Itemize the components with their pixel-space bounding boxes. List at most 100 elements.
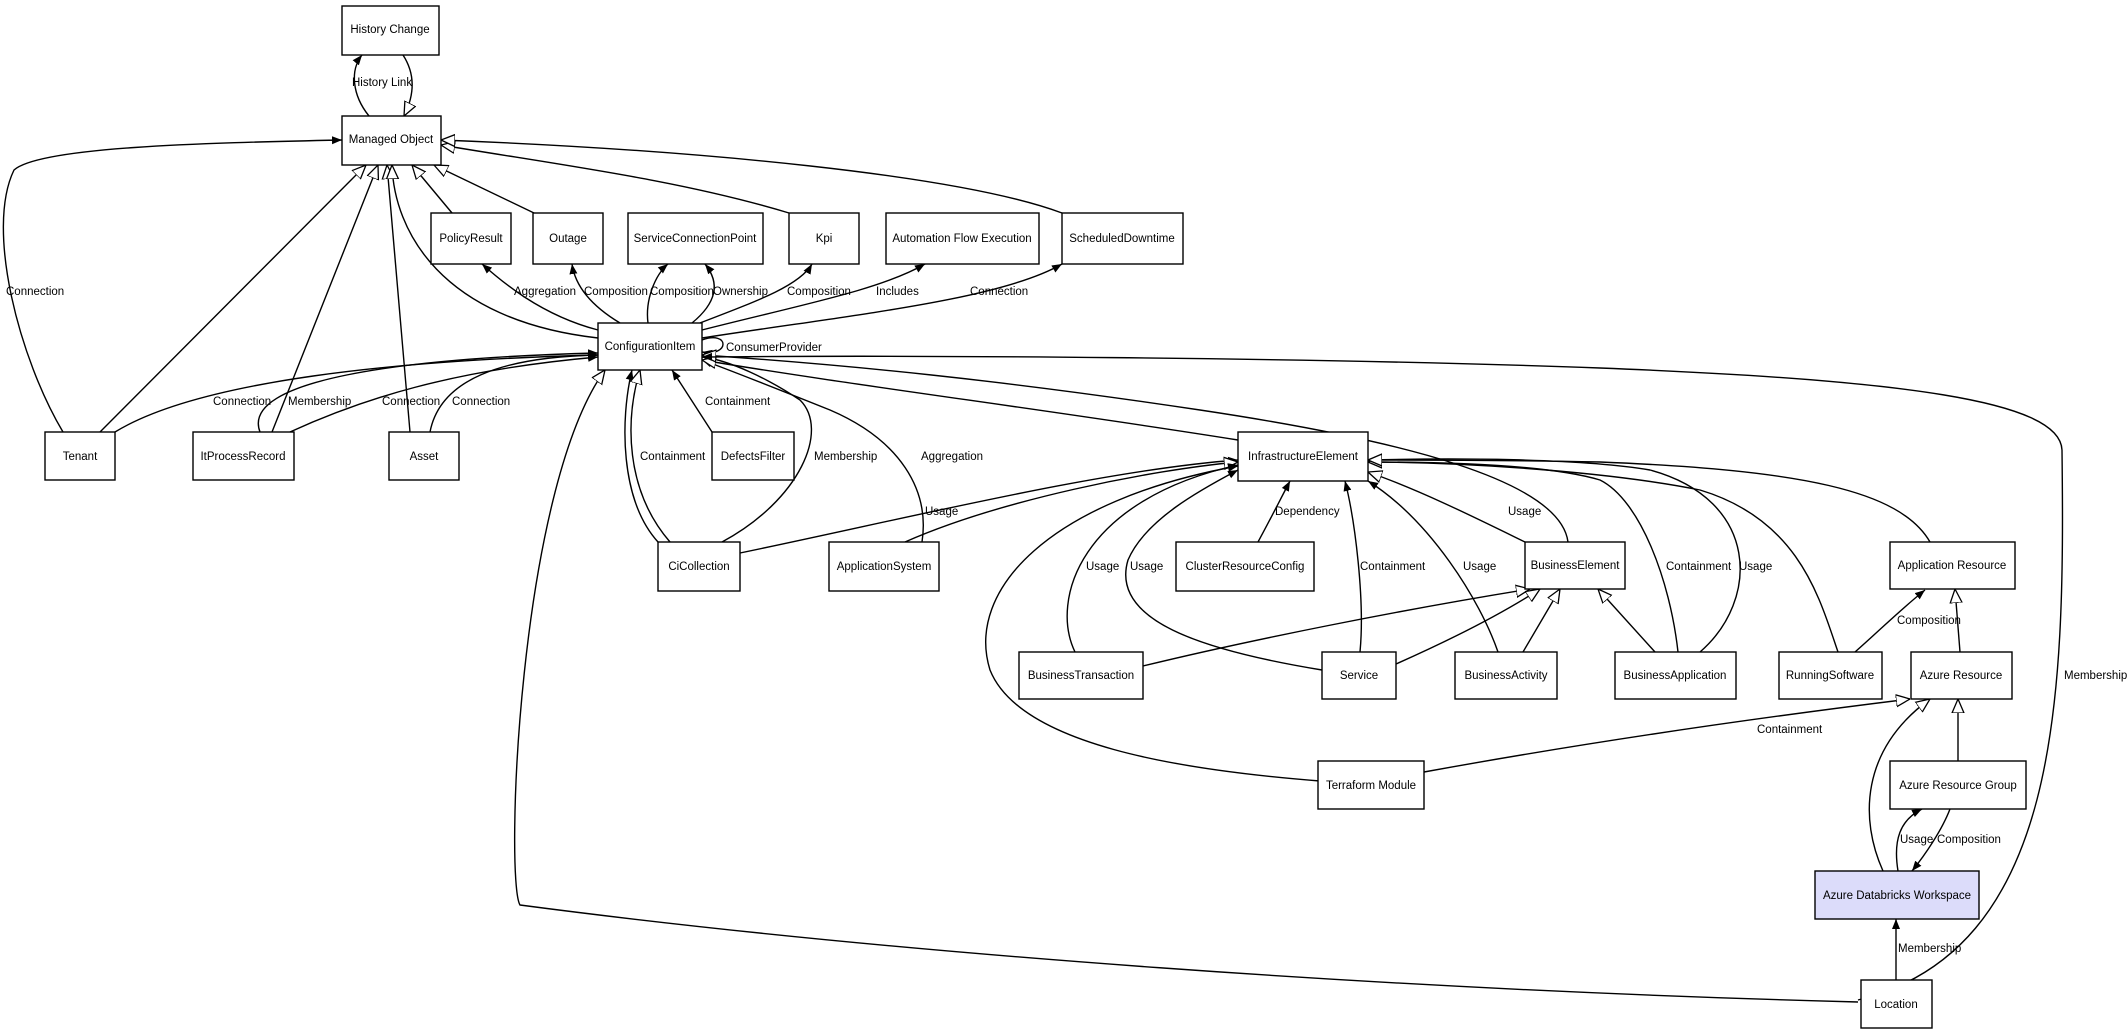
node-it-process-record[interactable]: ItProcessRecord (192, 431, 295, 481)
label-location-membership-ci: Membership (2064, 670, 2127, 682)
node-business-activity[interactable]: BusinessActivity (1454, 651, 1558, 700)
node-label-business-activity: BusinessActivity (1464, 670, 1547, 682)
label-consumerprovider: ConsumerProvider (726, 342, 822, 354)
node-label-it-process-record: ItProcessRecord (200, 451, 285, 463)
node-label-azure-resource: Azure Resource (1920, 670, 2002, 682)
edge-businessactivity-usage-ie (1367, 480, 1499, 653)
node-ci-collection[interactable]: CiCollection (657, 541, 741, 592)
node-running-software[interactable]: RunningSoftware (1778, 651, 1883, 700)
node-label-configuration-item: ConfigurationItem (605, 341, 696, 353)
edge-itprocessrecord-membership-ci (257, 349, 599, 433)
edge-kpi-inherits (441, 145, 790, 214)
node-label-asset: Asset (410, 451, 440, 463)
node-label-ci-collection: CiCollection (668, 561, 729, 573)
node-label-infrastructure-element: InfrastructureElement (1248, 451, 1359, 463)
label-applicationsystem-aggregation: Aggregation (921, 451, 983, 463)
node-asset[interactable]: Asset (388, 431, 460, 481)
edge-azureresource-inherits-appresource (1955, 589, 1960, 653)
node-location[interactable]: Location (1860, 979, 1933, 1029)
edge-itprocessrecord-connection-ci (289, 353, 599, 433)
edge-ownership-serviceconnectionpoint (691, 263, 715, 324)
edge-service-usage-ie (1125, 469, 1323, 671)
node-policy-result[interactable]: PolicyResult (430, 212, 512, 265)
node-label-policy-result: PolicyResult (439, 233, 503, 245)
edge-businesstransaction-inherits-be (1142, 589, 1530, 667)
node-label-business-application: BusinessApplication (1624, 670, 1727, 682)
node-infrastructure-element[interactable]: InfrastructureElement (1237, 431, 1369, 482)
node-label-automation-flow-execution: Automation Flow Execution (892, 233, 1031, 245)
node-label-terraform-module: Terraform Module (1326, 780, 1416, 792)
edge-applicationsystem-inherits-ie (904, 462, 1238, 543)
node-terraform-module[interactable]: Terraform Module (1317, 760, 1425, 810)
node-label-business-transaction: BusinessTransaction (1028, 670, 1134, 682)
node-outage[interactable]: Outage (532, 212, 604, 265)
node-label-business-element: BusinessElement (1531, 560, 1621, 572)
edge-terraformmodule-usage-ie (985, 463, 1321, 782)
node-tenant[interactable]: Tenant (44, 431, 116, 481)
node-label-tenant: Tenant (63, 451, 98, 463)
edge-databricks-inherits-azureresource (1868, 699, 1930, 872)
node-service[interactable]: Service (1321, 651, 1397, 700)
node-business-application[interactable]: BusinessApplication (1614, 651, 1737, 700)
edge-databricks-usage-rg (1895, 808, 1923, 872)
label-history-link: History Link (352, 77, 412, 89)
node-label-managed-object: Managed Object (349, 134, 434, 146)
edge-location-inherits-ci (513, 370, 1859, 1003)
label-includes: Includes (876, 286, 919, 298)
node-azure-resource[interactable]: Azure Resource (1910, 651, 2013, 700)
edge-location-membership-ci (701, 352, 2064, 1001)
edge-businessapplication-usage-ie (1367, 455, 1741, 653)
edge-aggregation-policyresult (481, 263, 599, 331)
edge-includes-automationflow (701, 263, 926, 331)
edge-businessactivity-inherits-be (1522, 589, 1560, 653)
edge-service-inherits-be (1395, 589, 1540, 665)
label-tenant-connection-mo: Connection (6, 286, 64, 298)
node-label-history-change: History Change (350, 24, 429, 36)
label-composition-scp: Composition (650, 286, 714, 298)
node-application-resource[interactable]: Application Resource (1889, 541, 2016, 590)
node-scheduled-downtime[interactable]: ScheduledDowntime (1061, 212, 1184, 265)
edge-asset-connection-ci (429, 351, 599, 433)
edge-cicollection-containment-ci (624, 369, 659, 543)
edge-history-link (352, 54, 370, 117)
node-business-element[interactable]: BusinessElement (1524, 541, 1626, 590)
label-itprocess-connection: Connection (382, 396, 440, 408)
label-rg-composition: Composition (1937, 834, 2001, 846)
node-label-service: Service (1340, 670, 1378, 682)
node-label-service-connection-point: ServiceConnectionPoint (634, 233, 758, 245)
edge-cicollection-inherits-ci (631, 370, 671, 543)
label-businessapplication-containment: Containment (1666, 561, 1732, 573)
edge-consumerprovider-self (701, 337, 724, 358)
node-automation-flow-execution[interactable]: Automation Flow Execution (885, 212, 1040, 265)
label-runningsoftware-composition: Composition (1897, 615, 1961, 627)
edge-composition-serviceconnectionpoint (646, 263, 669, 324)
node-business-transaction[interactable]: BusinessTransaction (1018, 651, 1144, 700)
label-dependency: Dependency (1275, 506, 1340, 518)
edge-configurationitem-inherits (392, 165, 599, 339)
edge-runningsoftware-composition-appresource (1854, 589, 1926, 653)
node-service-connection-point[interactable]: ServiceConnectionPoint (627, 212, 764, 265)
label-businesstransaction-usage: Usage (1086, 561, 1119, 573)
node-kpi[interactable]: Kpi (788, 212, 860, 265)
node-label-running-software: RunningSoftware (1786, 670, 1874, 682)
edge-businesselement-inherits-ci (702, 355, 1569, 543)
node-label-azure-resource-group: Azure Resource Group (1899, 780, 2017, 792)
node-azure-databricks-workspace[interactable]: Azure Databricks Workspace (1814, 870, 1980, 920)
node-history-change[interactable]: History Change (341, 5, 440, 56)
node-defects-filter[interactable]: DefectsFilter (711, 431, 795, 481)
edge-itprocessrecord-inherits (271, 165, 378, 433)
edge-applicationresource-inherits-ie (1368, 460, 1931, 543)
node-cluster-resource-config[interactable]: ClusterResourceConfig (1175, 541, 1315, 592)
node-label-application-system: ApplicationSystem (837, 561, 932, 573)
node-configuration-item[interactable]: ConfigurationItem (597, 322, 703, 371)
label-businesselement-usage: Usage (1508, 506, 1541, 518)
edge-scheduleddowntime-inherits (441, 140, 1063, 214)
node-application-system[interactable]: ApplicationSystem (828, 541, 940, 592)
edge-tenant-connection-ci (114, 351, 599, 433)
node-managed-object[interactable]: Managed Object (341, 115, 442, 166)
label-tenant-connection-ci: Connection (213, 396, 271, 408)
label-businessapplication-usage: Usage (1739, 561, 1772, 573)
node-label-scheduled-downtime: ScheduledDowntime (1069, 233, 1174, 245)
node-azure-resource-group[interactable]: Azure Resource Group (1889, 760, 2027, 810)
edge-policyresult-inherits (412, 165, 453, 214)
